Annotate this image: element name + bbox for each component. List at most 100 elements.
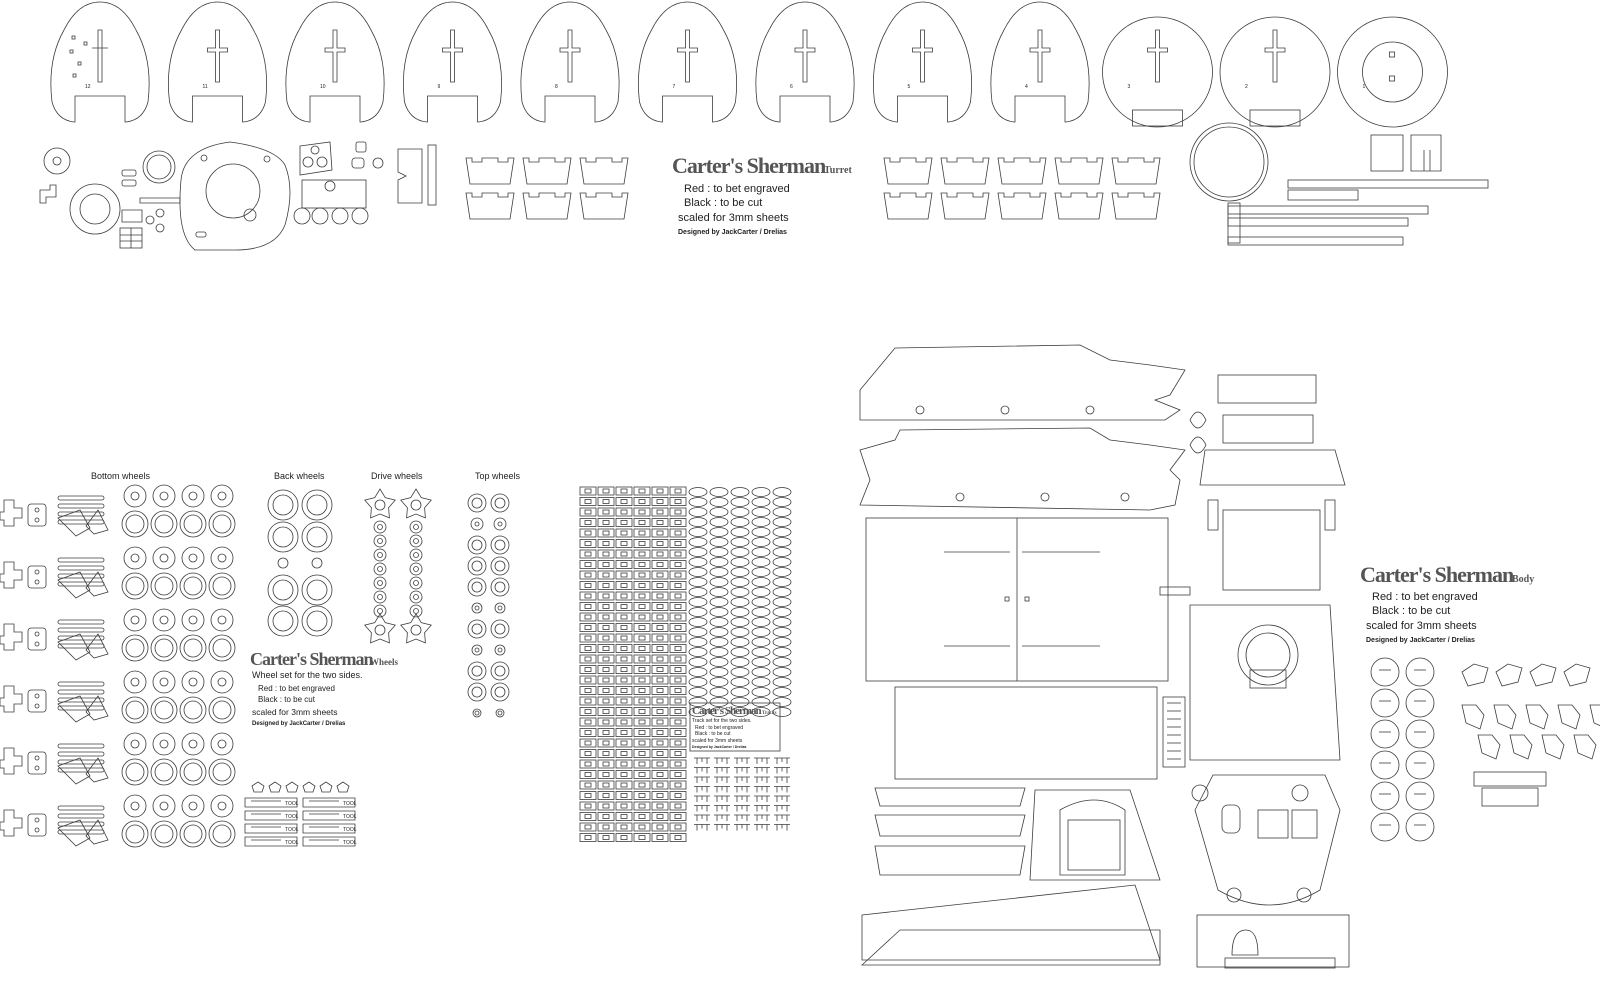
road-wheel-rim (150, 572, 178, 600)
track-link (669, 707, 687, 716)
track-clip (734, 757, 750, 764)
top-roller-inner (474, 647, 480, 653)
top-roller-inner (497, 605, 503, 611)
track-link-slot (620, 520, 628, 525)
road-wheel-rim (121, 758, 149, 786)
track-link-slot (638, 824, 646, 830)
tool-gear (319, 781, 333, 793)
tracks-legend: Carter's Sherman Tracks Track set for th… (689, 702, 781, 752)
tracks-title-tag: Tracks (762, 711, 777, 716)
track-pin (730, 607, 750, 617)
track-link (579, 707, 597, 716)
track-link (651, 560, 669, 569)
track-link (615, 728, 633, 737)
track-pin (709, 527, 729, 537)
body-bracket (1541, 734, 1565, 760)
turret-gear-plate (69, 183, 121, 235)
track-pin (730, 597, 750, 607)
suspension-bracket (57, 819, 91, 847)
track-link-slot (620, 698, 628, 704)
track-link (669, 518, 687, 527)
track-link-slot (674, 625, 682, 630)
track-link-slot (638, 782, 646, 788)
body-rail (1473, 771, 1547, 787)
turret-link-part (121, 169, 137, 177)
road-wheel-hub-center (159, 739, 169, 749)
track-link-slot (656, 709, 664, 714)
track-link-slot (638, 530, 646, 536)
track-link (669, 812, 687, 821)
road-wheel-hub (152, 608, 176, 632)
turret-box-part (465, 192, 515, 220)
back-wheel-inner (306, 526, 328, 548)
track-link (579, 665, 597, 674)
track-pin (709, 497, 729, 507)
drive-spacer-hole (377, 552, 383, 558)
turret-rib: 2 (1219, 16, 1331, 128)
track-link-slot (674, 740, 682, 746)
track-link-slot (620, 509, 628, 515)
tool-gear (302, 781, 316, 793)
track-link-slot (674, 782, 682, 788)
track-link (651, 633, 669, 643)
track-link (615, 507, 633, 517)
turret-box-part (522, 157, 572, 185)
track-link (597, 486, 615, 496)
track-link-slot (620, 751, 628, 756)
track-link (633, 791, 651, 800)
track-link (579, 497, 597, 506)
track-link (597, 665, 615, 674)
track-pin (751, 517, 771, 527)
track-clip (774, 757, 790, 764)
track-link (669, 696, 687, 706)
suspension-link (57, 557, 105, 563)
track-link (615, 497, 633, 506)
road-wheel-hub (181, 546, 205, 570)
track-link-slot (602, 782, 610, 788)
suspension-link (57, 689, 105, 695)
turret-box-part (579, 192, 629, 220)
turret-ring-hole (52, 156, 62, 166)
track-link (579, 833, 597, 842)
tool-gear (251, 781, 265, 793)
track-link (597, 612, 615, 622)
track-link-slot (620, 499, 628, 504)
track-link (633, 717, 651, 727)
track-link (597, 539, 615, 548)
track-pin (730, 637, 750, 647)
tracks-title: Carter's Sherman (692, 705, 762, 717)
track-link (615, 518, 633, 527)
track-clip (694, 776, 710, 783)
back-wheel-inner (306, 610, 328, 632)
road-wheel-rim-inner (183, 824, 203, 844)
tool-gear (336, 781, 350, 793)
drive-spacer (409, 604, 423, 618)
track-link (669, 497, 687, 506)
track-clip (694, 805, 710, 812)
track-link (597, 770, 615, 779)
track-link-slot (584, 793, 592, 798)
track-pin (709, 687, 729, 697)
drive-spacer-hole (377, 594, 383, 600)
body-bogie-disc (1405, 719, 1435, 749)
track-link-slot (584, 688, 592, 693)
track-pin (772, 497, 792, 507)
suspension-link (57, 643, 105, 649)
track-link (615, 749, 633, 758)
track-link (597, 602, 615, 611)
track-link (597, 801, 615, 811)
track-link-slot (584, 740, 592, 746)
track-pin (688, 697, 708, 707)
track-pin (709, 517, 729, 527)
track-link (633, 770, 651, 779)
track-link-slot (656, 635, 664, 641)
road-wheel-hub-center (188, 801, 198, 811)
road-wheel-hub-center (130, 677, 140, 687)
track-link-slot (656, 719, 664, 725)
track-link-slot (674, 751, 682, 756)
track-pin (751, 587, 771, 597)
track-link-slot (584, 520, 592, 525)
suspension-hole (34, 693, 40, 699)
track-link-slot (584, 614, 592, 620)
suspension-bracket (57, 757, 91, 785)
